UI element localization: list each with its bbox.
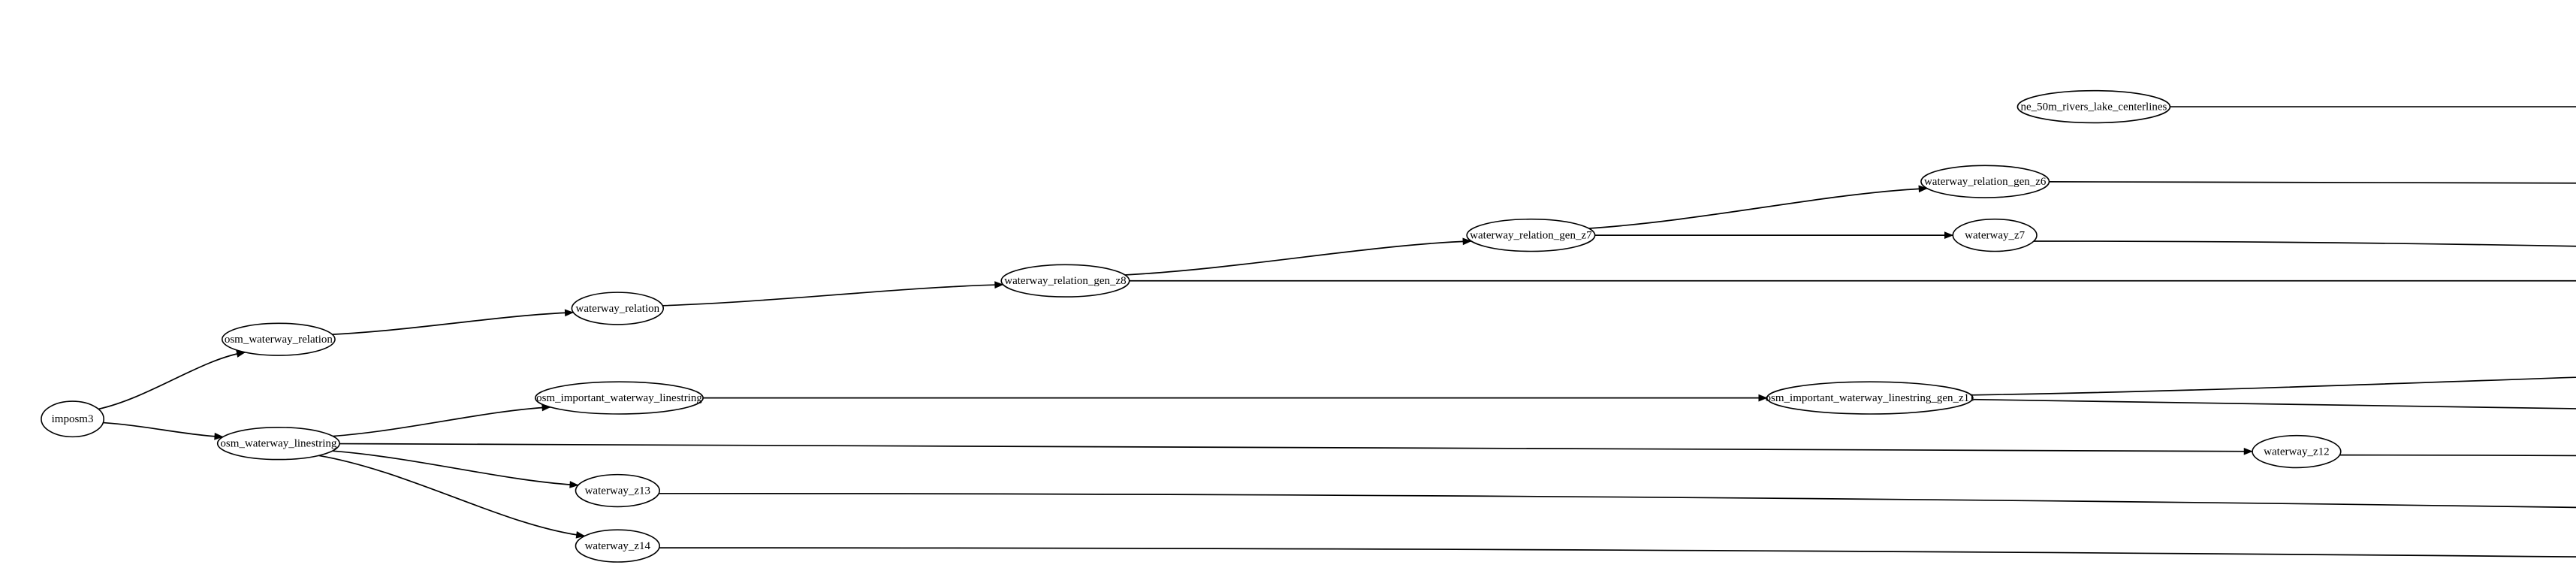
edge-waterway_relation-to-waterway_relation_gen_z8	[662, 283, 1003, 307]
edge-imposm3-to-osm_waterway_relation	[98, 352, 246, 410]
node-shape-osm_waterway_linestring	[216, 427, 340, 461]
node-shape-waterway_relation_gen_z8	[1000, 264, 1130, 298]
edge-imposm3-to-osm_waterway_linestring	[103, 421, 223, 438]
edge-waterway_relation_gen_z7-to-waterway_relation_gen_z6	[1588, 187, 1928, 229]
edge-osm_waterway_linestring-to-waterway_z14	[318, 455, 585, 537]
arrowhead-19	[1758, 394, 1768, 402]
node-osm_waterway_relation[interactable]: osm_waterway_relation	[221, 322, 336, 356]
edge-osm_waterway_linestring-to-waterway_z13	[332, 450, 578, 486]
node-shape-osm_important_waterway_linestring_gen_z11	[1766, 381, 1974, 415]
arrowhead-17	[569, 481, 579, 488]
node-waterway_relation_gen_z7[interactable]: waterway_relation_gen_z7	[1466, 218, 1596, 252]
node-shape-waterway_z13	[575, 473, 660, 508]
node-shape-osm_important_waterway_linestring	[535, 381, 704, 415]
edge-osm_waterway_linestring-to-osm_important_waterway_linestring	[333, 406, 550, 437]
edge-osm_important_waterway_linestring_gen_z11-to-osm_important_waterway_linestring_gen_z10	[1971, 376, 2576, 396]
node-waterway_z13[interactable]: waterway_z13	[575, 473, 660, 508]
node-waterway_z14[interactable]: waterway_z14	[575, 529, 660, 563]
edge-osm_waterway_relation-to-waterway_relation	[332, 312, 574, 335]
edge-waterway_relation_gen_z6-to-waterway_z6	[2049, 181, 2576, 184]
edge-osm_important_waterway_linestring_gen_z11-to-waterway_z11	[1972, 398, 2576, 410]
node-shape-waterway_z7	[1952, 218, 2038, 252]
node-imposm3[interactable]: imposm3	[41, 400, 104, 438]
nodes-layer: imposm3 osm_waterway_relation osm_waterway…	[41, 89, 2342, 563]
arrowhead-1	[214, 432, 224, 440]
node-waterway_relation_gen_z6[interactable]: waterway_relation_gen_z6	[1920, 165, 2050, 198]
node-shape-imposm3	[41, 400, 104, 438]
edge-osm_waterway_linestring-to-waterway_z12	[339, 443, 2253, 452]
node-waterway_relation[interactable]: waterway_relation	[571, 292, 665, 325]
arrowhead-4	[1462, 237, 1472, 246]
edge-waterway_z7-to-layer_waterway-z7	[2034, 240, 2576, 247]
edge-waterway_z14-to-layer_waterway-z14-	[659, 547, 2576, 558]
edge-waterway_z12-to-layer_waterway-z12	[2339, 454, 2576, 457]
node-osm_important_waterway_linestring[interactable]: osm_important_waterway_linestring	[535, 381, 704, 415]
arrowhead-6	[1918, 185, 1928, 193]
edge-waterway_z13-to-layer_waterway-z13	[659, 492, 2576, 509]
edges-layer	[98, 106, 2576, 558]
node-shape-waterway_relation_gen_z7	[1466, 218, 1596, 252]
edge-waterway_relation_gen_z8-to-waterway_relation_gen_z7	[1124, 240, 1471, 276]
node-shape-ne_50m_rivers_lake_centerlines	[2016, 89, 2171, 124]
node-osm_waterway_linestring[interactable]: osm_waterway_linestring	[216, 427, 340, 461]
arrowhead-3	[994, 281, 1004, 289]
node-osm_important_waterway_linestring_gen_z11[interactable]: osm_important_waterway_linestring_gen_z1…	[1766, 381, 1975, 415]
arrowhead-7	[1944, 231, 1954, 239]
node-waterway_z12[interactable]: waterway_z12	[2252, 434, 2342, 469]
node-shape-waterway_z12	[2252, 434, 2342, 469]
node-shape-waterway_relation	[571, 292, 665, 325]
node-waterway_z7[interactable]: waterway_z7	[1952, 218, 2038, 252]
arrowhead-2	[564, 309, 575, 317]
node-shape-waterway_relation_gen_z6	[1920, 165, 2050, 198]
arrowhead-16	[2243, 447, 2253, 455]
node-ne_50m_rivers_lake_centerlines[interactable]: ne_50m_rivers_lake_centerlines	[2016, 89, 2171, 124]
node-waterway_relation_gen_z8[interactable]: waterway_relation_gen_z8	[1000, 264, 1130, 298]
node-shape-waterway_z14	[575, 529, 660, 563]
node-shape-osm_waterway_relation	[221, 322, 336, 356]
